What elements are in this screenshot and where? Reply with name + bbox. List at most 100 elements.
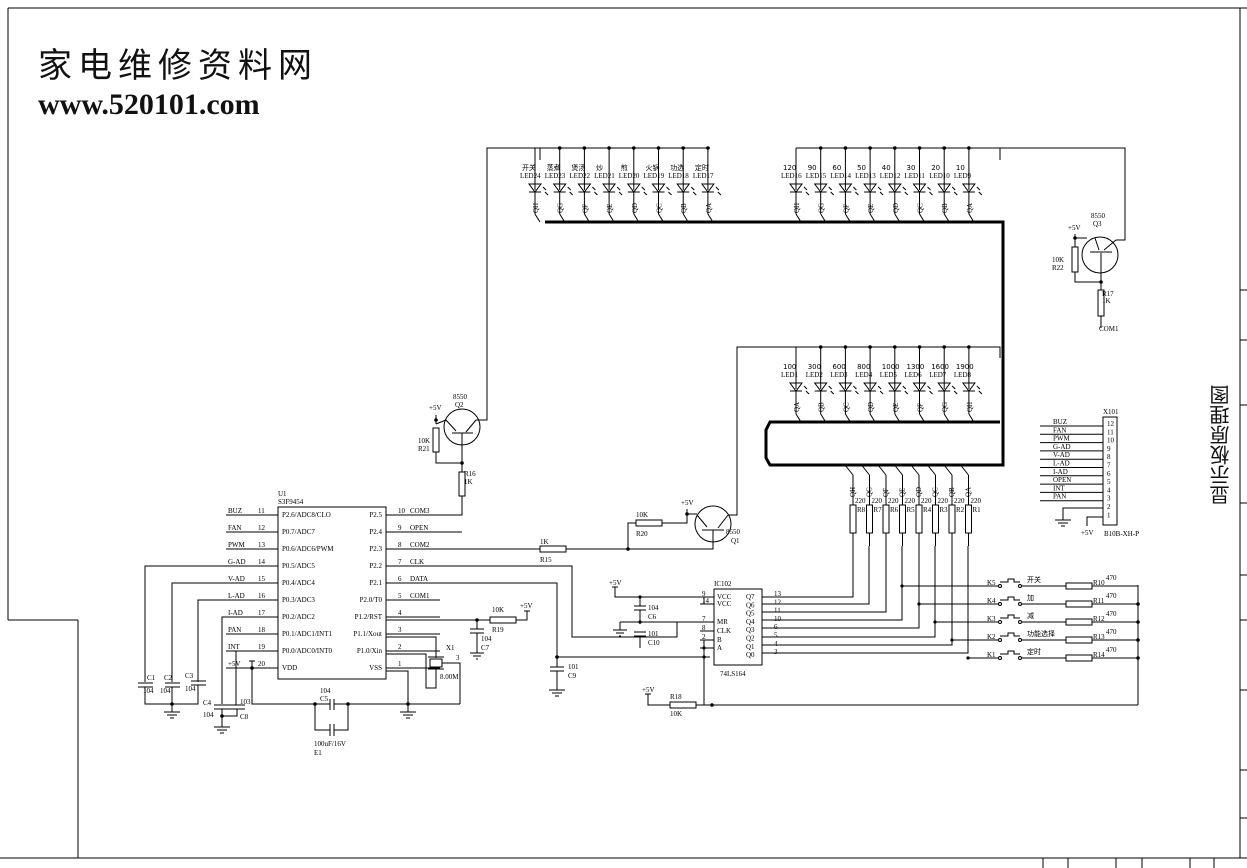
led-function-label: 开关 — [522, 163, 536, 172]
c10-value: 101 — [648, 630, 659, 638]
r17-value: 1K — [1102, 297, 1111, 305]
led-diode-icon — [912, 183, 927, 193]
led-diode-icon — [700, 183, 715, 193]
resistor-ref: R4 — [923, 506, 932, 514]
ic102-right-pin-name: Q5 — [746, 610, 755, 618]
led-function-label: 煎 — [621, 163, 628, 172]
c2-label: C2 — [164, 674, 173, 682]
resistor-net-label: QD — [915, 487, 923, 497]
key-resistor-value: 470 — [1106, 592, 1117, 600]
c8-value: 103 — [240, 698, 251, 706]
u1-left-pin-name: P0.5/ADC5 — [282, 562, 315, 570]
key-contact — [1018, 584, 1022, 588]
led-emission-arrow-icon — [828, 385, 833, 390]
led-ref-label: LED2 — [806, 371, 824, 379]
resistor-body — [932, 504, 939, 534]
resistor-net-label: QF — [882, 488, 890, 497]
key-contact — [998, 656, 1002, 660]
u1-right-pin-name: P2.3 — [369, 545, 382, 553]
junction-dot — [950, 638, 954, 642]
ic102-right-pin-name: Q1 — [746, 643, 755, 651]
u1-left-pin-name: P0.6/ADC6/PWM — [282, 545, 334, 553]
ic102-vcc: +5V — [609, 579, 622, 587]
c8-label: C8 — [240, 713, 249, 721]
led-emission-arrow-icon — [927, 186, 931, 191]
r18-vcc: +5V — [642, 686, 655, 694]
u1-right-pin: 5 — [398, 592, 402, 600]
led-diode-icon — [577, 183, 592, 193]
resistor-value: 220 — [971, 497, 982, 505]
led-bus — [545, 220, 1005, 467]
resistor-ref: R3 — [940, 506, 949, 514]
led-function-label: 800 — [857, 363, 870, 371]
led-emission-arrow-icon — [830, 390, 835, 395]
ic102-label: IC102 — [714, 580, 732, 588]
led-net-label: QD — [867, 402, 875, 412]
bus-entry — [861, 464, 870, 476]
bus-entry — [910, 464, 920, 476]
resistor-net-label: QG — [866, 487, 874, 497]
ic102-left-pin-name: MR — [717, 618, 728, 626]
led-diode-icon — [528, 183, 542, 193]
ic102-left-pin: 1 — [702, 641, 706, 649]
u1-right-pin-name: P2.2 — [369, 562, 382, 570]
u1-right-net: DATA — [410, 575, 428, 583]
u1-right-pin: 3 — [398, 626, 402, 634]
key-resistor-body — [1065, 654, 1093, 662]
led-emission-arrow-icon — [879, 191, 884, 196]
key-contact — [998, 620, 1002, 624]
capacitor-labels: C1 104 C2 104 C3 104 C4 104 103 C8 104 C… — [143, 602, 660, 757]
u1-right-pin: 9 — [398, 524, 402, 532]
led-emission-arrow-icon — [544, 191, 549, 196]
bus-entry — [894, 464, 903, 476]
key-label: 减 — [1027, 611, 1034, 620]
led-emission-arrow-icon — [879, 390, 884, 395]
u1-left-pin: 19 — [258, 643, 266, 651]
key-switch-icon — [1000, 650, 1020, 655]
led-emission-arrow-icon — [690, 186, 695, 191]
led-net-label: QG — [941, 402, 949, 412]
q3-net-com1: COM1 — [1099, 325, 1119, 333]
led-ref-label: LED1 — [781, 371, 799, 379]
site-logo-url: www.520101.com — [38, 88, 260, 121]
ic102-part: 74LS164 — [720, 670, 746, 678]
led-ref-label: LED7 — [929, 371, 947, 379]
c3-value: 104 — [185, 685, 196, 693]
resistor-net-label: QB — [948, 487, 956, 497]
key-label: 功能选择 — [1027, 629, 1055, 638]
ic102-right-pin-name: Q0 — [746, 651, 755, 659]
u1-right-pin-name: P1.0/Xin — [357, 647, 383, 655]
led-emission-arrow-icon — [855, 191, 859, 196]
led-emission-arrow-icon — [569, 191, 574, 196]
led-group-power: 100LED1QA300LED2QB600LED3QC800LED4QD1000… — [781, 345, 1000, 423]
ic102-left-pin: 9 — [702, 590, 706, 598]
led-emission-arrow-icon — [828, 186, 833, 191]
ic102-right-pin-name: Q4 — [746, 618, 755, 626]
r20-value: 10K — [636, 511, 648, 519]
u1-left-net: PWM — [228, 541, 246, 549]
x1-value: 8.00M — [440, 673, 459, 681]
u1-left-pin: 11 — [258, 507, 265, 515]
resistor-body — [965, 504, 972, 534]
ic102-right-pin: 3 — [774, 648, 778, 656]
resistor-ref: R2 — [956, 506, 965, 514]
x101-pin: 7 — [1107, 462, 1111, 470]
r20-label: R20 — [636, 530, 648, 538]
bus-entry — [534, 213, 541, 223]
u1-right-net: COM3 — [410, 507, 430, 515]
c1-label: C1 — [147, 674, 156, 682]
u1-left-pin: 13 — [258, 541, 266, 549]
led-emission-arrow-icon — [877, 385, 882, 390]
u1-right-pin: 1 — [398, 660, 402, 668]
led-net-label: QB — [680, 203, 688, 213]
q3-type: 8550 — [1091, 212, 1106, 220]
u1-left-pin-name: P0.7/ADC7 — [282, 528, 315, 536]
r17-label: R17 — [1102, 290, 1114, 298]
c5-value: 104 — [320, 687, 331, 695]
q1-type: 8550 — [726, 528, 741, 536]
led-emission-arrow-icon — [904, 390, 909, 395]
c2-value: 104 — [160, 687, 171, 695]
led-diode-icon — [676, 183, 691, 193]
key-label: 开关 — [1027, 575, 1041, 584]
